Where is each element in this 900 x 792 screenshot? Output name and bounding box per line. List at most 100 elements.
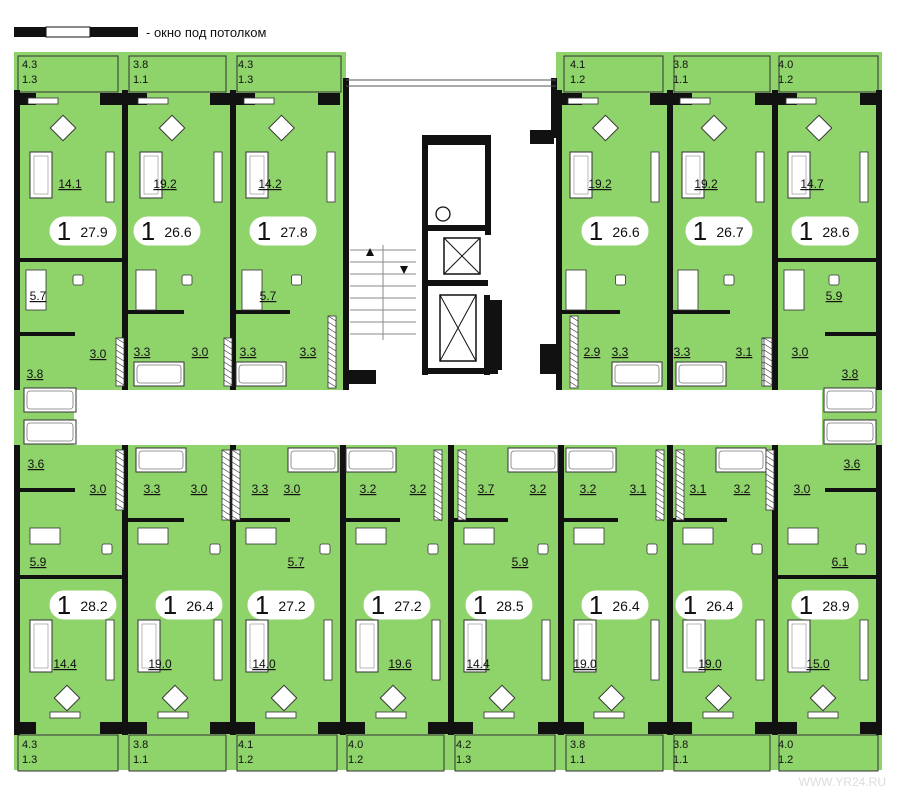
inner-wall [124, 518, 184, 522]
wardrobe-icon [105, 151, 115, 203]
hatch [569, 345, 579, 352]
hatch [655, 449, 665, 456]
bathroom-area: 3.8 [27, 367, 44, 381]
wall [14, 90, 20, 390]
hatch [675, 503, 685, 510]
hall-area: 3.1 [736, 345, 753, 359]
partition-wall [556, 90, 562, 390]
wardrobe-icon [541, 619, 551, 681]
inner-wall [14, 258, 124, 262]
room-count: 1 [589, 590, 603, 620]
inner-wall [230, 518, 290, 522]
balcony [778, 734, 879, 772]
room-count: 1 [589, 216, 603, 246]
balcony-full-area: 4.3 [22, 59, 37, 71]
sofa-cushion [685, 155, 701, 195]
hatch [221, 515, 231, 522]
core-wall [484, 295, 490, 375]
hatch [763, 379, 773, 386]
balcony-area: 1.1 [133, 754, 148, 766]
hatch [457, 467, 467, 474]
hatch [765, 461, 775, 468]
hatch [765, 497, 775, 504]
hall-area: 3.2 [410, 482, 427, 496]
balcony-full-area: 4.1 [570, 59, 585, 71]
hatch [223, 343, 233, 350]
chair-icon [181, 274, 193, 286]
wardrobe-icon [326, 151, 336, 203]
hatch [327, 345, 337, 352]
hatch [115, 485, 125, 492]
sofa-cushion [573, 155, 589, 195]
hatch [223, 373, 233, 380]
balcony [346, 734, 445, 772]
core-wall [422, 145, 428, 375]
stair-arrow-up [366, 248, 374, 256]
armchair-seat [805, 114, 833, 142]
inner-wall [772, 575, 880, 579]
hatch [115, 379, 125, 386]
hatch [763, 355, 773, 362]
armchair-icon [488, 684, 516, 712]
armchair-icon [592, 114, 619, 142]
window-sill [157, 711, 189, 719]
hatch [221, 461, 231, 468]
hall-area: 3.0 [191, 482, 208, 496]
balcony-area: 1.1 [673, 74, 688, 86]
hatch [763, 337, 773, 344]
room-count-badge [792, 591, 820, 619]
hatch [675, 509, 685, 516]
sofa-cushion [249, 623, 265, 669]
room-count: 1 [693, 216, 707, 246]
window-pier [233, 722, 255, 734]
window-pier [562, 722, 584, 734]
hatch [675, 449, 685, 456]
hatch [675, 455, 685, 462]
armchair-icon [700, 114, 728, 142]
room-count-badge [248, 591, 276, 619]
chair-icon [427, 543, 439, 555]
window-pier [100, 722, 122, 734]
window-sill [265, 711, 297, 719]
wardrobe-icon [323, 619, 333, 681]
hatch [457, 449, 467, 456]
hatch [457, 485, 467, 492]
lift-cross [439, 294, 477, 362]
hatch [231, 467, 241, 474]
core-wall [428, 368, 498, 374]
hatch [231, 455, 241, 462]
wardrobe-icon [213, 619, 223, 681]
hall-area: 2.9 [584, 345, 601, 359]
balcony [128, 734, 227, 772]
hatch [327, 357, 337, 364]
chair-icon [319, 543, 331, 555]
bathtub-inner [510, 450, 556, 470]
hatch [115, 467, 125, 474]
hatch [765, 485, 775, 492]
balcony [454, 734, 556, 772]
armchair-seat [705, 684, 732, 712]
watermark-text: WWW.YR24.RU [799, 775, 886, 789]
window-pier [210, 93, 232, 105]
hatch [569, 327, 579, 334]
room-count: 1 [57, 590, 71, 620]
hatch [221, 491, 231, 498]
hatch [115, 367, 125, 374]
sofa-cushion [141, 623, 157, 669]
balcony-full-area: 3.8 [570, 739, 585, 751]
storage-strip [569, 315, 579, 389]
window-sill [375, 711, 407, 719]
living-room-area: 19.2 [694, 177, 718, 191]
hatch [221, 455, 231, 462]
hatch [221, 449, 231, 456]
inner-wall [20, 488, 75, 492]
hatch [433, 503, 443, 510]
armchair-icon [161, 684, 189, 712]
partition-wall [230, 445, 236, 735]
partition-wall [122, 445, 128, 735]
hatch [433, 479, 443, 486]
inner-wall [670, 310, 730, 314]
chair-icon [537, 543, 549, 555]
bathtub-inner [718, 450, 764, 470]
armchair-icon [49, 114, 77, 142]
